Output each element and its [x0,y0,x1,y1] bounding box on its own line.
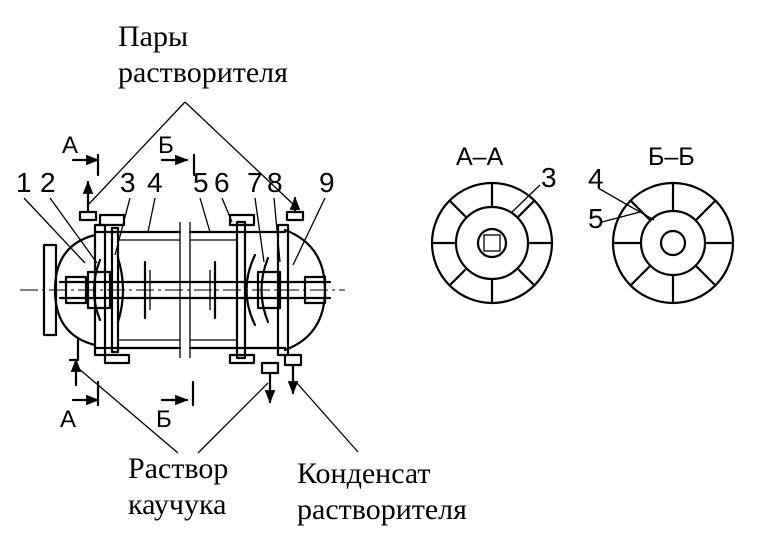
callout-3: 3 [120,167,136,198]
section-mark-a-top: А [62,132,78,159]
label-solvent-vapor-line2: растворителя [118,56,288,89]
label-rubber-solution-line2: каучука [128,488,226,521]
right-flange [235,220,247,360]
callout-5: 5 [193,167,209,198]
section-a-shaft [476,227,508,259]
label-solvent-vapor: Пары растворителя [118,20,288,89]
right-hub [256,270,282,310]
label-solvent-condensate-line1: Конденсат [297,457,431,490]
label-rubber-solution-line1: Раствор [128,452,228,485]
section-cut-indicators [71,153,196,407]
label-rubber-solution: Раствор каучука [128,452,228,521]
callout-9: 9 [319,167,335,198]
section-a-inner-ring [454,205,530,281]
callout-2: 2 [40,167,56,198]
section-mark-b-top: Б [158,132,174,159]
section-view-a-a [430,181,554,305]
callout-1: 1 [16,167,32,198]
section-mark-a-bottom: А [60,406,76,433]
section-a-callout-3: 3 [541,162,557,193]
left-hub [86,270,112,310]
callout-4: 4 [147,167,163,198]
callout-7: 7 [247,167,263,198]
section-b-callout-5: 5 [588,203,604,234]
label-solvent-condensate: Конденсат растворителя [297,457,467,526]
section-b-shaft [659,229,687,257]
section-b-callout-4: 4 [588,163,604,194]
label-solvent-vapor-line1: Пары [118,20,188,53]
label-solvent-condensate-line2: растворителя [297,493,467,526]
callout-6: 6 [214,167,230,198]
apparatus-main-view [20,180,345,404]
view-title-b-b: Б–Б [648,143,695,171]
view-title-a-a: А–А [456,143,504,171]
section-a-blades [430,181,554,305]
left-head [53,233,97,347]
section-b-blades [611,181,735,305]
section-view-b-b [611,181,735,305]
section-mark-b-bottom: Б [156,406,172,433]
